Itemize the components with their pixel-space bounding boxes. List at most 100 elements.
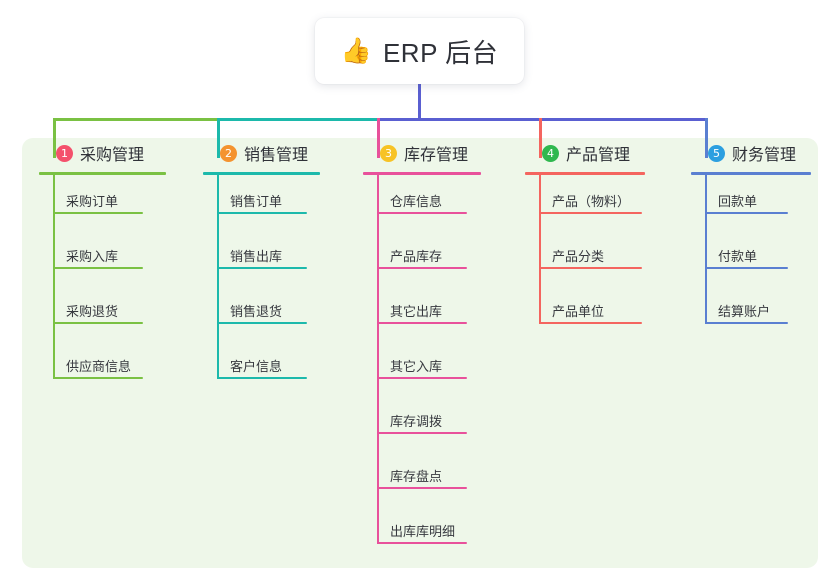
branch-item[interactable]: 销售订单 xyxy=(217,186,307,214)
branch-item-label: 库存盘点 xyxy=(390,469,443,484)
root-node-label: ERP 后台 xyxy=(382,37,499,68)
branch-item[interactable]: 库存盘点 xyxy=(377,461,467,489)
branch-title-4: 产品管理 xyxy=(566,147,631,164)
branch-stem-3 xyxy=(377,172,379,544)
branch-badge-4: 4 xyxy=(542,144,559,162)
branch-item-label: 销售出库 xyxy=(230,249,283,264)
branch-item-label: 客户信息 xyxy=(230,359,283,374)
branch-item-underline xyxy=(377,377,467,379)
branch-stem-5 xyxy=(705,172,707,324)
branch-stub-2 xyxy=(217,118,220,158)
branch-underline-5 xyxy=(691,172,811,175)
branch-item-underline xyxy=(377,212,467,214)
branch-item-underline xyxy=(377,432,467,434)
branch-item-label: 仓库信息 xyxy=(390,194,443,209)
branch-item-label: 其它出库 xyxy=(390,304,443,319)
branch-item[interactable]: 库存调拨 xyxy=(377,406,467,434)
branch-item[interactable]: 采购入库 xyxy=(53,241,143,269)
branch-item-label: 其它入库 xyxy=(390,359,443,374)
branch-item[interactable]: 客户信息 xyxy=(217,351,307,379)
branch-item-underline xyxy=(705,267,788,269)
branch-item[interactable]: 仓库信息 xyxy=(377,186,467,214)
branches-panel xyxy=(22,138,818,568)
branch-item-label: 销售退货 xyxy=(230,304,283,319)
branch-item-label: 采购入库 xyxy=(66,249,119,264)
branch-item-underline xyxy=(53,212,143,214)
branch-item-underline xyxy=(377,487,467,489)
branch-title-3: 库存管理 xyxy=(404,147,469,164)
branch-item[interactable]: 付款单 xyxy=(705,241,788,269)
branch-header-3[interactable]: 3 库存管理 xyxy=(363,138,468,168)
branch-column-1: 1 采购管理采购订单采购入库采购退货供应商信息 xyxy=(39,138,166,379)
branch-badge-1: 1 xyxy=(56,144,73,162)
branch-item-label: 库存调拨 xyxy=(390,414,443,429)
branch-item[interactable]: 产品（物料） xyxy=(539,186,642,214)
branch-item[interactable]: 采购订单 xyxy=(53,186,143,214)
branch-badge-3: 3 xyxy=(380,144,397,162)
branch-item-underline xyxy=(705,322,788,324)
branch-item[interactable]: 产品分类 xyxy=(539,241,642,269)
branch-title-2: 销售管理 xyxy=(244,147,309,164)
branch-item-underline xyxy=(539,212,642,214)
branch-item[interactable]: 供应商信息 xyxy=(53,351,143,379)
branch-item-label: 回款单 xyxy=(718,194,758,209)
branch-column-4: 4 产品管理产品（物料） 产品分类产品单位 xyxy=(525,138,645,324)
branch-item[interactable]: 产品库存 xyxy=(377,241,467,269)
branch-item-underline xyxy=(539,322,642,324)
branch-item-underline xyxy=(377,542,467,544)
root-node-erp-backend[interactable]: 👍 ERP 后台 xyxy=(315,18,524,84)
branch-header-4[interactable]: 4 产品管理 xyxy=(525,138,630,168)
branch-underline-2 xyxy=(203,172,320,175)
branch-item-label: 产品分类 xyxy=(552,249,605,264)
branch-item[interactable]: 结算账户 xyxy=(705,296,788,324)
branch-item-label: 采购退货 xyxy=(66,304,119,319)
branch-item[interactable]: 产品单位 xyxy=(539,296,642,324)
branch-title-1: 采购管理 xyxy=(80,147,145,164)
branch-column-3: 3 库存管理仓库信息产品库存其它出库其它入库库存调拨库存盘点出库库明细 xyxy=(363,138,481,544)
branch-item-underline xyxy=(377,322,467,324)
branch-item-label: 产品（物料） xyxy=(552,194,631,209)
branch-item-underline xyxy=(377,267,467,269)
branch-item[interactable]: 销售出库 xyxy=(217,241,307,269)
branch-item-underline xyxy=(539,267,642,269)
branch-badge-5: 5 xyxy=(708,144,725,162)
branch-item-underline xyxy=(217,267,307,269)
branch-item-underline xyxy=(217,212,307,214)
branch-item[interactable]: 出库库明细 xyxy=(377,516,467,544)
branch-stem-2 xyxy=(217,172,219,379)
connector-segment-3 xyxy=(377,118,542,121)
branch-item-label: 采购订单 xyxy=(66,194,119,209)
branch-stub-3 xyxy=(377,118,380,158)
branch-stem-4 xyxy=(539,172,541,324)
branch-item[interactable]: 采购退货 xyxy=(53,296,143,324)
branch-item-label: 产品库存 xyxy=(390,249,443,264)
branch-item[interactable]: 其它入库 xyxy=(377,351,467,379)
branch-item-label: 结算账户 xyxy=(718,304,771,319)
branch-item[interactable]: 回款单 xyxy=(705,186,788,214)
branch-item[interactable]: 其它出库 xyxy=(377,296,467,324)
branch-stub-1 xyxy=(53,118,56,158)
connector-segment-4 xyxy=(539,118,708,121)
branch-item-underline xyxy=(705,212,788,214)
branch-item-underline xyxy=(53,322,143,324)
branch-header-1[interactable]: 1 采购管理 xyxy=(39,138,144,168)
branch-underline-4 xyxy=(525,172,645,175)
branch-item-underline xyxy=(53,377,143,379)
thumbs-up-icon: 👍 xyxy=(340,36,372,65)
branch-stem-1 xyxy=(53,172,55,379)
branch-item-underline xyxy=(217,377,307,379)
branch-item-label: 付款单 xyxy=(718,249,758,264)
connector-segment-1 xyxy=(53,118,220,121)
branch-underline-1 xyxy=(39,172,166,175)
branch-item[interactable]: 销售退货 xyxy=(217,296,307,324)
branch-item-label: 销售订单 xyxy=(230,194,283,209)
branch-item-label: 产品单位 xyxy=(552,304,605,319)
branch-item-underline xyxy=(53,267,143,269)
branch-item-label: 出库库明细 xyxy=(390,524,456,539)
